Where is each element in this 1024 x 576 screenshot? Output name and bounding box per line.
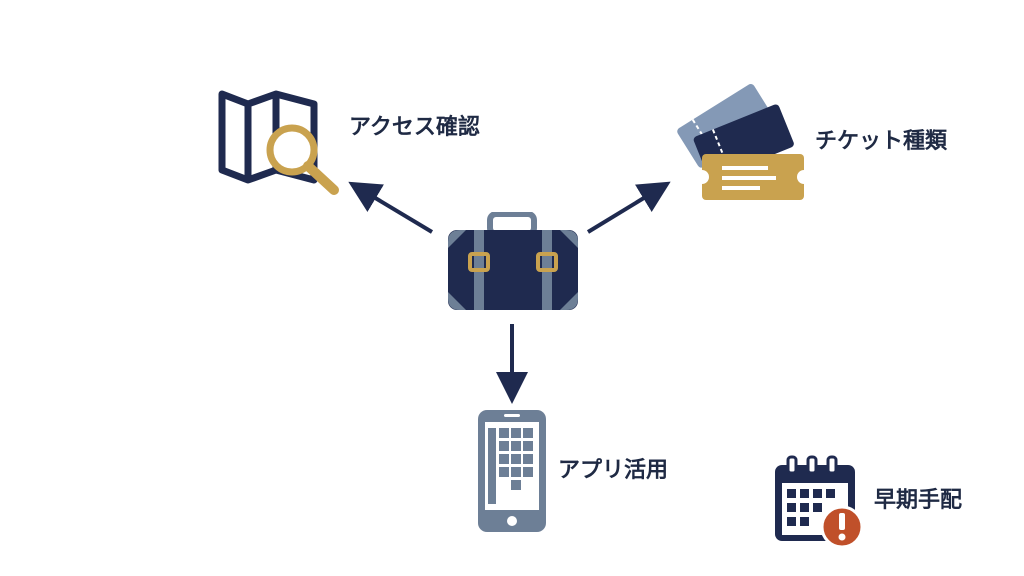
arrow-to-ticket: [586, 181, 671, 234]
label-app-usage: アプリ活用: [558, 458, 669, 483]
arrow-to-access: [348, 181, 434, 234]
label-access-check: アクセス確認: [349, 115, 480, 140]
label-ticket-types: チケット種類: [815, 129, 948, 154]
tickets-icon: [677, 83, 808, 200]
smartphone-app-icon: [478, 410, 546, 532]
label-early-booking: 早期手配: [874, 488, 963, 513]
calendar-alert-icon: [775, 455, 864, 549]
suitcase-icon: [448, 212, 578, 310]
map-search-icon: [218, 90, 339, 195]
